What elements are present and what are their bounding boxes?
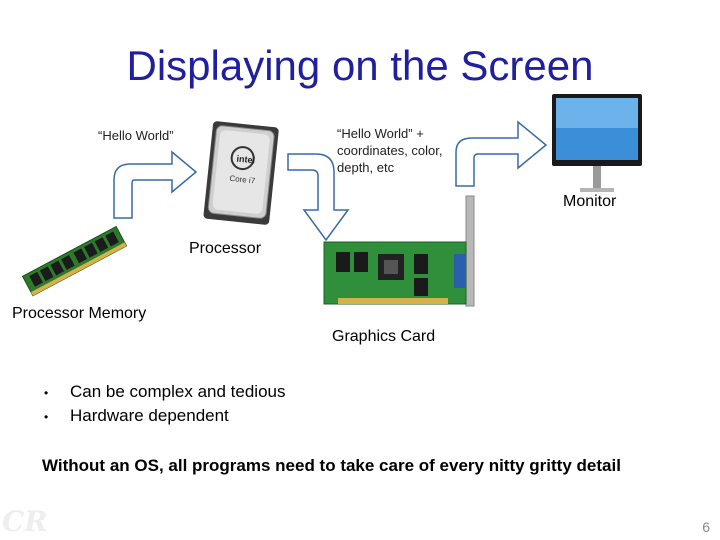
bullet-dot: • <box>44 386 49 400</box>
processor-label: Processor <box>189 240 262 257</box>
hello-world-plus-label: “Hello World” + coordinates, color, dept… <box>337 125 443 176</box>
hello-world-plus-line1: “Hello World” + <box>337 126 424 141</box>
bullet-item: • Hardware dependent <box>44 406 285 430</box>
page-number: 6 <box>702 519 710 535</box>
processor-chip-image: intel Core i7 <box>203 121 279 225</box>
arrow-graphics-card-to-monitor <box>455 120 548 187</box>
monitor-label: Monitor <box>563 193 617 210</box>
slide-title: Displaying on the Screen <box>126 42 594 89</box>
svg-text:intel: intel <box>236 153 255 165</box>
bullet-dot: • <box>44 410 49 424</box>
hello-world-plus-line3: depth, etc <box>337 160 395 175</box>
hello-world-plus-line2: coordinates, color, <box>337 143 443 158</box>
hello-world-label: “Hello World” <box>98 128 174 143</box>
processor-memory-label: Processor Memory <box>12 305 147 322</box>
bullet-item: • Can be complex and tedious <box>44 382 285 406</box>
bullet-list: • Can be complex and tedious • Hardware … <box>44 382 285 430</box>
arrow-memory-to-processor <box>113 150 198 219</box>
bullet-text: Hardware dependent <box>70 406 229 425</box>
memory-module-image <box>21 225 128 297</box>
arrow-processor-to-graphics-card <box>287 153 350 242</box>
monitor-image <box>552 94 642 192</box>
svg-text:Core i7: Core i7 <box>229 174 256 186</box>
logo-watermark: CR <box>2 505 48 538</box>
bullet-text: Can be complex and tedious <box>70 382 286 401</box>
graphics-card-image <box>323 195 475 307</box>
summary-statement: Without an OS, all programs need to take… <box>42 456 621 475</box>
graphics-card-label: Graphics Card <box>332 328 436 345</box>
